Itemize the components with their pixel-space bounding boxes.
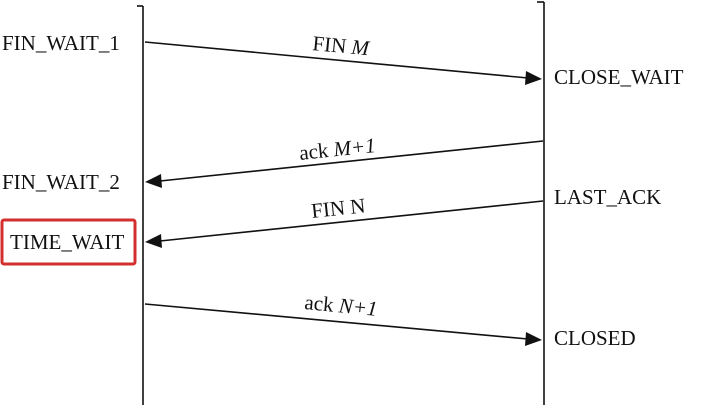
state-closed: CLOSED	[554, 326, 636, 350]
state-close-wait: CLOSE_WAIT	[554, 65, 684, 89]
label-fin-n: FIN N	[310, 193, 366, 223]
label-ack-n-plus-1-prefix: ack	[304, 290, 341, 317]
arrowhead-right-icon	[525, 71, 542, 85]
state-fin-wait-2: FIN_WAIT_2	[2, 170, 120, 194]
label-ack-m-plus-1: ack M+1	[298, 133, 377, 165]
left-lifeline	[137, 5, 144, 405]
state-last-ack: LAST_ACK	[554, 185, 661, 209]
right-lifeline	[537, 1, 545, 405]
label-ack-n-plus-1-var: N+1	[337, 293, 379, 321]
label-fin-n-prefix: FIN	[310, 195, 351, 223]
time-wait-highlight-box	[0, 218, 137, 266]
arrowhead-right-icon	[525, 332, 542, 346]
label-fin-m-var: M	[349, 35, 371, 61]
label-fin-m: FIN M	[312, 31, 372, 60]
message-fin-m: FIN M	[144, 31, 542, 85]
arrowhead-left-icon	[145, 234, 162, 248]
state-time-wait: TIME_WAIT	[10, 230, 124, 254]
state-fin-wait-1: FIN_WAIT_1	[2, 31, 120, 55]
message-ack-m-plus-1: ack M+1	[145, 133, 544, 188]
message-fin-n: FIN N	[145, 193, 544, 248]
label-ack-n-plus-1: ack N+1	[304, 290, 379, 321]
arrowhead-left-icon	[145, 174, 162, 188]
label-fin-n-var: N	[349, 193, 367, 218]
message-ack-n-plus-1: ack N+1	[144, 290, 542, 346]
label-ack-m-plus-1-var: M+1	[331, 133, 376, 161]
label-fin-m-prefix: FIN	[312, 31, 353, 59]
label-ack-m-plus-1-prefix: ack	[298, 138, 335, 165]
